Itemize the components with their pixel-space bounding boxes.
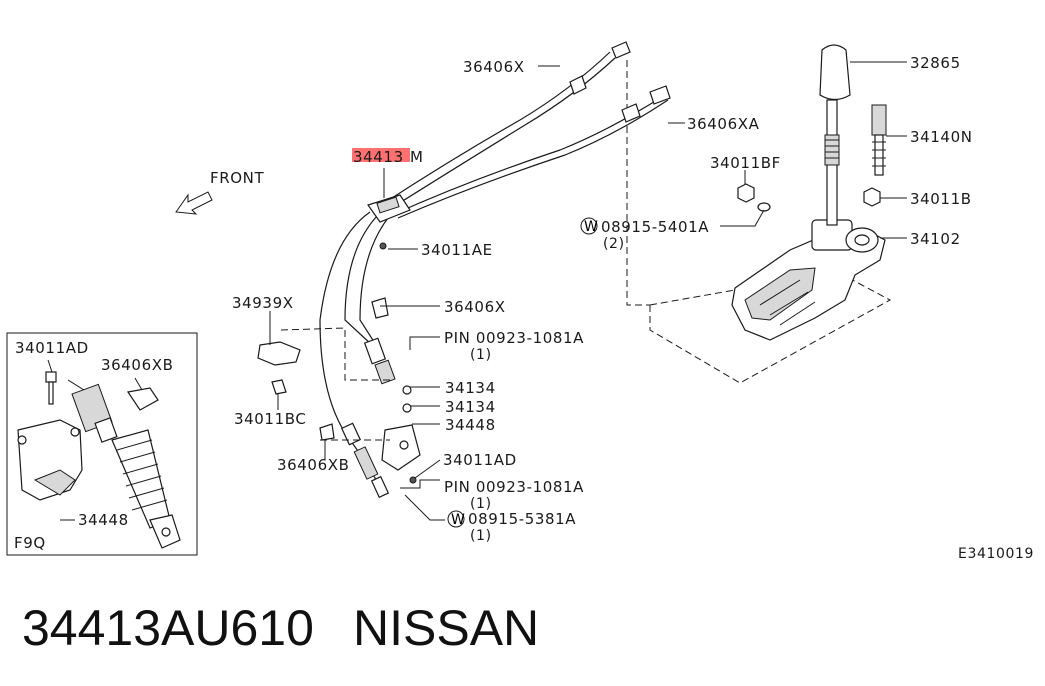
label-34939x: 34939X: [232, 294, 294, 312]
inset-label-36406xb: 36406XB: [101, 356, 173, 374]
label-34011ad: 34011AD: [443, 451, 517, 469]
label-36406x-mid: 36406X: [444, 298, 506, 316]
shifter-assembly: [731, 44, 887, 341]
label-pin-1: PIN 00923-1081A: [444, 329, 584, 347]
qty-08915-5381a: (1): [470, 528, 492, 544]
control-cable-assembly: [257, 41, 671, 499]
front-arrow: FRONT: [175, 169, 264, 215]
label-pin-2: PIN 00923-1081A: [444, 478, 584, 496]
label-34413: 34413: [353, 148, 404, 166]
caption: 34413AU610 NISSAN: [22, 600, 539, 656]
label-34011b: 34011B: [910, 190, 972, 208]
label-34011bf: 34011BF: [710, 154, 781, 172]
label-34448: 34448: [445, 416, 496, 434]
label-34134-b: 34134: [445, 398, 496, 416]
label-34413-suffix: M: [410, 148, 424, 166]
inset-tag: F9Q: [14, 534, 46, 552]
caption-part-number: 34413AU610: [22, 600, 314, 656]
inset-label-34448: 34448: [78, 511, 129, 529]
label-08915-5401a: 08915-5401A: [601, 218, 709, 236]
highlight-34413: [352, 148, 410, 162]
label-34011ae: 34011AE: [421, 241, 493, 259]
label-34140n: 34140N: [910, 128, 973, 146]
label-34102: 34102: [910, 230, 961, 248]
assembly-outline: [626, 60, 892, 384]
caption-brand: NISSAN: [353, 600, 539, 656]
inset-f9q: 34011AD 36406XB 34448 F9Q: [6, 332, 198, 556]
qty-pin-2: (1): [470, 496, 492, 512]
washer-mark-2: W: [451, 512, 465, 528]
label-08915-5381a: 08915-5381A: [468, 510, 576, 528]
washer-mark-1: W: [584, 219, 598, 235]
front-label: FRONT: [210, 169, 264, 187]
reference-code: E3410019: [958, 546, 1034, 562]
label-36406xa: 36406XA: [687, 115, 760, 133]
inset-label-34011ad: 34011AD: [15, 339, 89, 357]
shift-knob: [819, 44, 851, 101]
label-36406xb: 36406XB: [277, 456, 349, 474]
label-34134-a: 34134: [445, 379, 496, 397]
qty-08915-5401a: (2): [603, 236, 625, 252]
label-36406x-top: 36406X: [463, 58, 525, 76]
label-34011bc: 34011BC: [234, 410, 306, 428]
label-32865: 32865: [910, 54, 961, 72]
qty-pin-1: (1): [470, 347, 492, 363]
part-labels: 36406X 36406XA 34413 M 32865 34140N 3401…: [232, 54, 1034, 562]
leader-lines: [269, 61, 907, 521]
